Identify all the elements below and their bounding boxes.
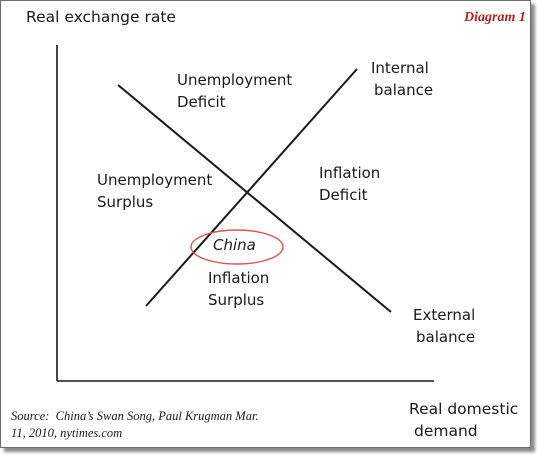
region-bottom-label-line1: Inflation <box>208 269 270 287</box>
region-left-label-line2: Surplus <box>97 193 154 211</box>
china-label: China <box>213 236 256 254</box>
china-highlight-ellipse <box>190 229 284 265</box>
external-balance-label-line2: balance <box>416 328 476 346</box>
region-right-label-line1: Inflation <box>319 164 381 182</box>
x-axis-label-line2: demand <box>414 422 478 440</box>
region-bottom-label-line2: Surplus <box>208 291 265 309</box>
diagram-tag: Diagram 1 <box>464 10 526 25</box>
source-note-line1: Source: China’s Swan Song, Paul Krugman … <box>11 409 259 423</box>
diagram-canvas: Diagram 1 Real exchange rate Real domest… <box>0 0 531 448</box>
y-axis-label: Real exchange rate <box>26 8 176 26</box>
internal-balance-label-line1: Internal <box>371 59 429 77</box>
internal-balance-line <box>145 68 358 307</box>
region-top-label-line1: Unemployment <box>177 71 293 89</box>
region-right-label-line2: Deficit <box>319 186 368 204</box>
region-top-label-line2: Deficit <box>177 93 226 111</box>
x-axis-label-line1: Real domestic <box>409 400 519 418</box>
external-balance-line <box>117 84 392 313</box>
region-left-label-line1: Unemployment <box>97 171 213 189</box>
external-balance-label-line1: External <box>413 306 476 324</box>
source-note-line2: 11, 2010, nytimes.com <box>11 426 123 440</box>
internal-balance-label-line2: balance <box>374 81 434 99</box>
